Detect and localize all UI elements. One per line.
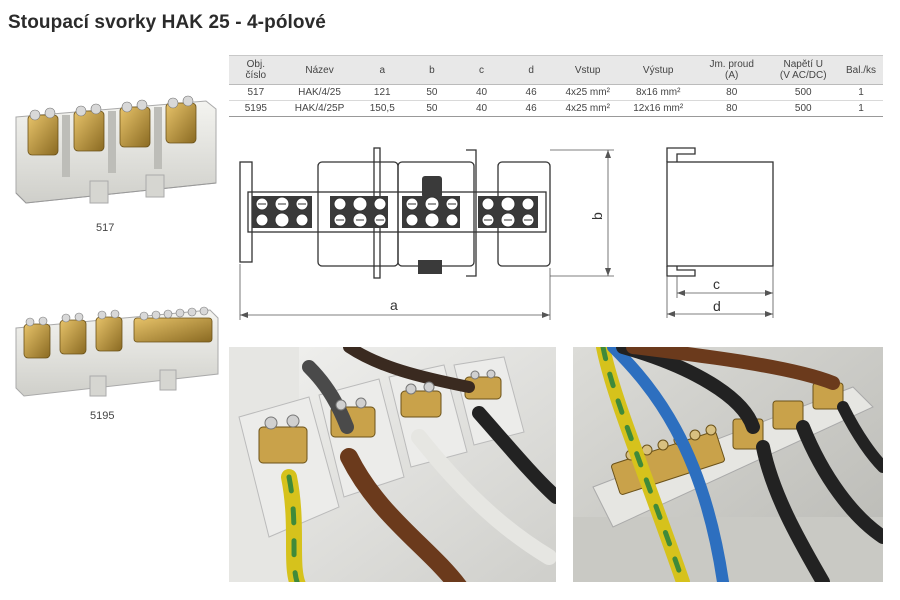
col-header-c: c [455,55,508,85]
table-cell: 40 [455,84,508,101]
installation-photo-1 [229,347,556,582]
table-cell: 8x16 mm² [620,84,696,101]
table-cell: 40 [455,100,508,117]
table-cell: 1 [839,84,883,101]
col-header-napeti: Napětí U(V AC/DC) [767,55,840,85]
table-cell: 80 [695,84,768,101]
col-header-obj: Obj.číslo [229,55,283,85]
table-row: 517 HAK/4/25 121 50 40 46 4x25 mm² 8x16 … [229,84,883,101]
installation-photo-2 [573,347,883,582]
table-cell: 50 [408,84,456,101]
dimension-a-label: a [390,297,398,313]
table-cell: 50 [408,100,456,117]
table-cell: HAK/4/25P [282,100,357,117]
dimension-b-label: b [589,212,605,220]
page-title: Stoupací svorky HAK 25 - 4-pólové [8,12,326,33]
table-cell: 4x25 mm² [554,100,621,117]
dimension-c-label: c [713,276,720,292]
technical-drawing-front: b a [239,147,614,320]
product-label-5195: 5195 [90,410,115,422]
table-cell: 150,5 [356,100,409,117]
spec-table: Obj.číslo Název a b c d Vstup Výstup Jm.… [229,55,883,117]
col-header-proud: Jm. proud(A) [695,55,768,85]
table-cell: 500 [767,84,840,101]
col-header-nazev: Název [282,55,357,85]
table-cell: 1 [839,100,883,117]
col-header-bal: Bal./ks [839,55,883,85]
table-cell: 4x25 mm² [554,84,621,101]
table-row: 5195 HAK/4/25P 150,5 50 40 46 4x25 mm² 1… [229,100,883,117]
table-cell: 46 [507,84,555,101]
product-label-517: 517 [96,222,115,234]
table-cell: 517 [229,84,283,101]
product-image-5195 [15,306,219,397]
dimension-d-label: d [713,298,721,314]
technical-drawing-side: c d [666,147,774,318]
col-header-a: a [356,55,409,85]
table-header-row: Obj.číslo Název a b c d Vstup Výstup Jm.… [229,55,883,85]
table-cell: 5195 [229,100,283,117]
table-cell: 12x16 mm² [620,100,696,117]
col-header-vystup: Výstup [620,55,696,85]
product-image-517 [15,95,217,204]
table-cell: 46 [507,100,555,117]
table-cell: 121 [356,84,409,101]
col-header-d: d [507,55,555,85]
col-header-b: b [408,55,456,85]
table-cell: HAK/4/25 [282,84,357,101]
col-header-vstup: Vstup [554,55,621,85]
table-cell: 500 [767,100,840,117]
table-cell: 80 [695,100,768,117]
